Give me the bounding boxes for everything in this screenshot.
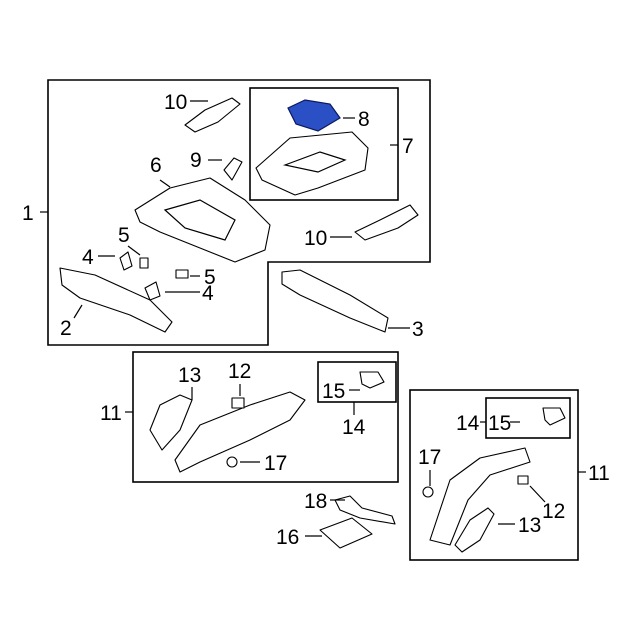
callout-12a[interactable]: 12	[228, 360, 251, 383]
callout-11a[interactable]: 11	[100, 402, 122, 425]
callout-13a[interactable]: 13	[178, 364, 201, 387]
callout-10b[interactable]: 10	[304, 227, 327, 250]
part-11-right-rail[interactable]	[429, 447, 531, 546]
callout-7[interactable]: 7	[402, 135, 414, 158]
callout-16[interactable]: 16	[276, 526, 299, 549]
part-4-bracket-a[interactable]	[119, 251, 133, 271]
part-6-floor-pan[interactable]	[134, 177, 271, 263]
part-17-nut-right[interactable]	[422, 486, 434, 498]
part-15-right[interactable]	[542, 407, 566, 426]
part-5-bolt-b[interactable]	[175, 269, 189, 279]
part-12-center[interactable]	[231, 397, 245, 409]
part-8-highlighted[interactable]	[287, 99, 341, 132]
group-box-11-right	[409, 389, 579, 561]
group-box-11-center	[132, 351, 399, 483]
part-9-bracket[interactable]	[223, 157, 243, 181]
group-box-14-right	[485, 397, 571, 439]
part-13-right[interactable]	[454, 507, 495, 553]
group-box-14-center	[317, 361, 397, 403]
callout-14b[interactable]: 14	[456, 412, 480, 435]
part-18-bracket[interactable]	[334, 495, 396, 525]
leader-lines	[40, 100, 586, 537]
group-box-7	[249, 87, 399, 201]
callout-18[interactable]: 18	[304, 490, 327, 513]
callout-14a[interactable]: 14	[342, 416, 366, 439]
callout-1[interactable]: 1	[22, 202, 34, 225]
callout-9[interactable]: 9	[190, 149, 202, 172]
part-3-crossmember[interactable]	[281, 269, 389, 333]
callout-15a[interactable]: 15	[322, 380, 345, 403]
callout-11b[interactable]: 11	[588, 462, 610, 485]
part-11-center-rail[interactable]	[174, 391, 306, 473]
callout-15b[interactable]: 15	[488, 412, 511, 435]
part-13-center[interactable]	[149, 394, 193, 451]
part-2-crossmember[interactable]	[59, 267, 173, 333]
callout-4a[interactable]: 4	[82, 246, 94, 269]
part-10-top[interactable]	[184, 97, 241, 133]
callout-13b[interactable]: 13	[518, 514, 541, 537]
callout-2[interactable]: 2	[60, 317, 72, 340]
part-17-nut-center[interactable]	[226, 456, 238, 468]
callout-5a[interactable]: 5	[118, 224, 130, 247]
part-10-right[interactable]	[354, 204, 419, 241]
callout-8[interactable]: 8	[358, 108, 370, 131]
part-16-plate[interactable]	[319, 517, 373, 549]
part-12-right[interactable]	[517, 475, 529, 485]
callout-3[interactable]: 3	[412, 318, 424, 341]
callout-6[interactable]: 6	[150, 154, 162, 177]
part-15-center[interactable]	[359, 371, 385, 389]
callout-17b[interactable]: 17	[418, 446, 441, 469]
callout-5b[interactable]: 5	[204, 266, 216, 289]
callout-17a[interactable]: 17	[264, 452, 287, 475]
part-4-bracket-b[interactable]	[144, 281, 161, 301]
part-7-floor-pan[interactable]	[255, 131, 369, 196]
group-box-1	[47, 79, 431, 346]
callout-10a[interactable]: 10	[164, 91, 187, 114]
part-5-bolt-a[interactable]	[139, 257, 149, 269]
callout-4b[interactable]: 4	[202, 282, 214, 305]
callout-12b[interactable]: 12	[542, 500, 565, 523]
